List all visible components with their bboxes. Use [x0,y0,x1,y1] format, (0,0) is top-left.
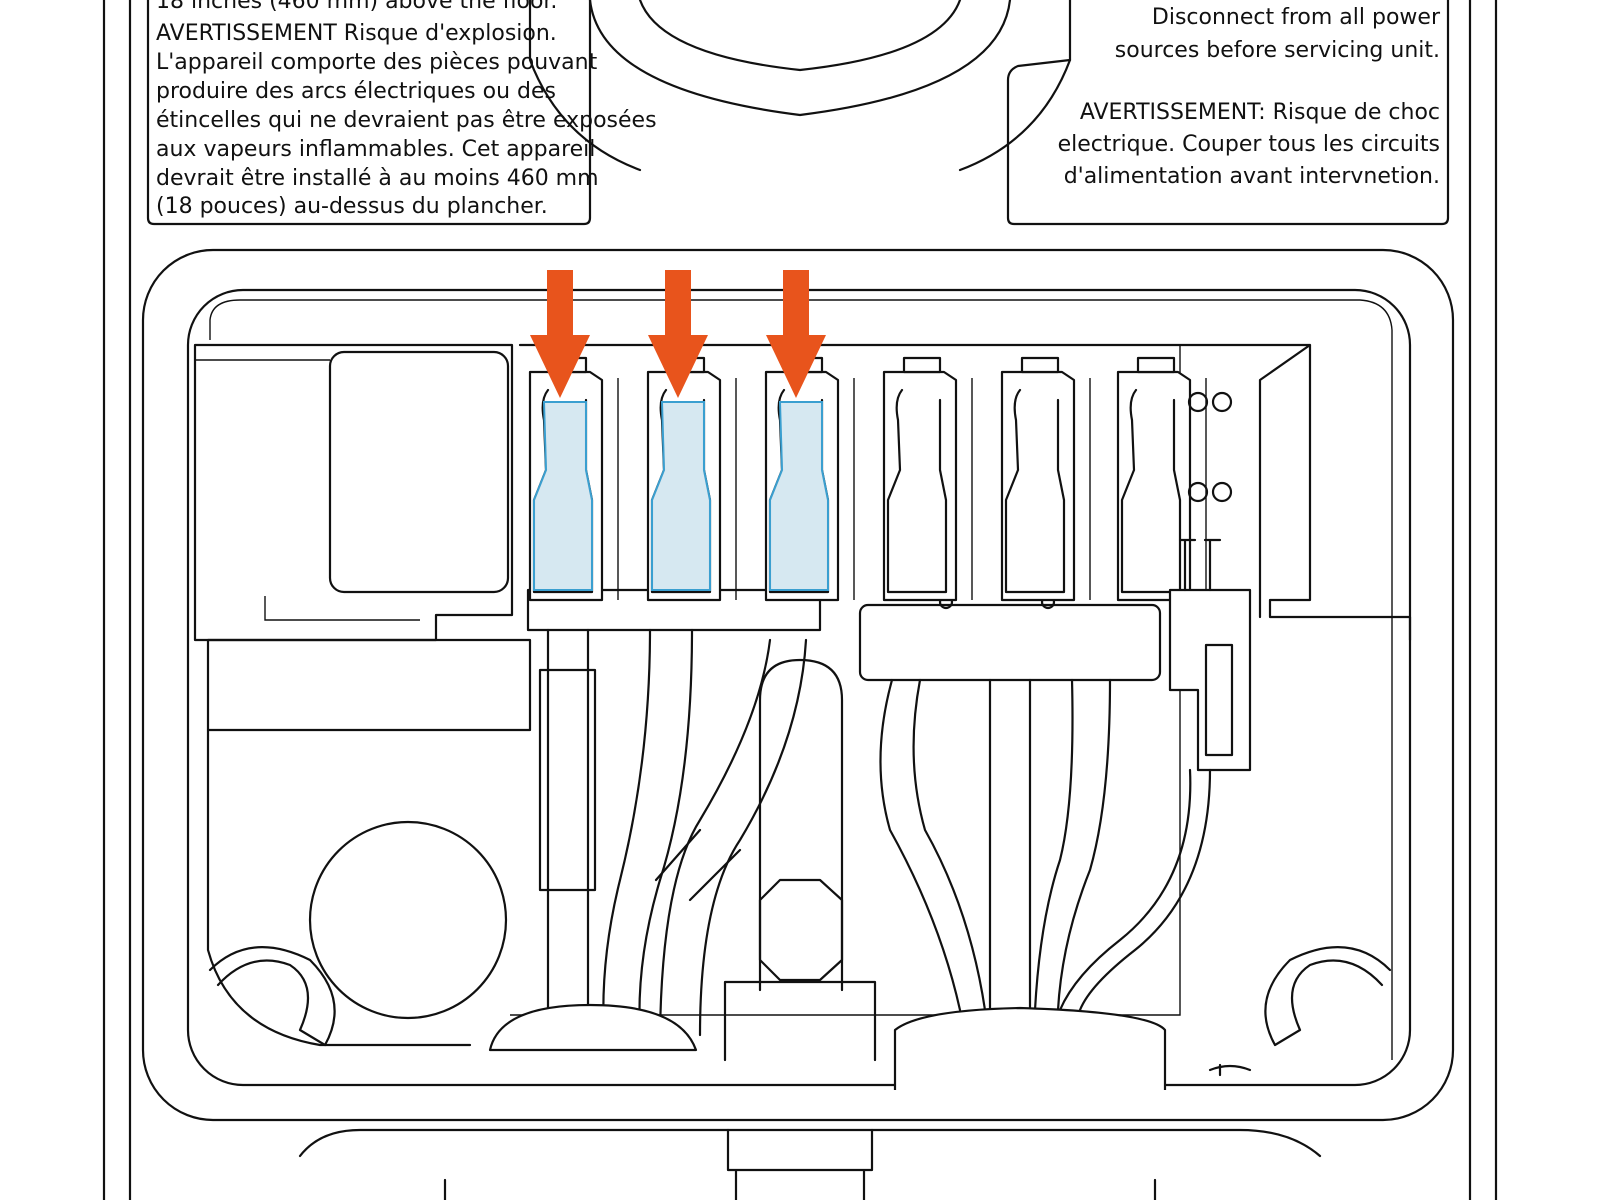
connector-latch [1204,643,1234,757]
highlighted-terminal [769,401,829,591]
cable [1033,678,1112,1012]
hex-nut-icon [758,878,844,982]
grommet-left [488,1003,698,1052]
left-label-text: 18 inches (460 mm) above the floor. AVER… [156,0,657,219]
terminal-clamp [1120,388,1182,594]
mount-loop-left [208,946,336,1047]
highlighted-terminal [533,401,593,591]
right-label-line: Disconnect from all power [1152,5,1441,30]
dial-inner [638,0,962,72]
terminal-tab [1020,356,1060,374]
terminal-divider [601,378,619,600]
left-label-line: devrait être installé à au moins 460 mm [156,166,599,191]
bottom-clip [726,1128,874,1200]
right-label-line: d'alimentation avant intervnetion. [1064,164,1440,189]
terminal-divider [1073,378,1091,600]
left-component-detail [195,359,420,621]
down-arrow-icon [648,270,708,398]
mount-hole [1187,481,1209,503]
left-label-line: aux vapeurs inflammables. Cet appareil [156,137,595,162]
cable [1058,768,1212,1012]
cable [879,678,987,1012]
highlighted-terminal [651,401,711,591]
left-label-frame [146,0,592,226]
terminal-tab [1136,356,1176,374]
left-wall [206,728,472,1047]
housing-outline [102,0,1498,1200]
small-screw [1208,1063,1252,1077]
mount-loop-right [1264,946,1392,1047]
down-arrow-icon [766,270,826,398]
compartment-outer [141,248,1455,1122]
cable [658,638,808,1037]
terminal-clamp [886,388,948,594]
left-label-line: étincelles qui ne devraient pas être exp… [156,108,657,133]
terminal-divider [719,378,737,600]
center-strap [758,658,844,992]
right-label-frame [1006,0,1450,226]
left-component-face [328,350,510,594]
bottom-rail [723,980,877,1062]
down-arrow-icon [530,270,590,398]
terminal-divider [955,378,973,600]
housing-bottom-flange [298,1128,1322,1158]
cable [988,678,1032,1012]
terminal-clamp [1004,388,1066,594]
left-lower-block [206,638,532,732]
cable-group-right [879,678,1212,1012]
right-clamp-bar [858,603,1162,682]
grommet-right [893,1006,1167,1090]
left-label-line: 18 inches (460 mm) above the floor. [156,0,557,14]
right-label-line: AVERTISSEMENT: Risque de choc [1080,100,1440,125]
terminal-block-icon [882,356,973,602]
left-label-line: AVERTISSEMENT Risque d'explosion. [156,21,557,46]
right-label-line: sources before servicing unit. [1115,38,1440,63]
connector-pins [1178,538,1222,592]
terminal-divider [837,378,855,600]
housing-bottom-tab [443,1178,1157,1200]
cable [602,628,694,1037]
holes-group [1187,391,1233,503]
indicator-arrows [530,270,826,398]
left-label-line: (18 pouces) au-dessus du plancher. [156,194,548,219]
back-plate [518,343,1412,642]
terminal-tab [902,356,942,374]
terminal-block-icon [1000,356,1091,602]
dial-outline [588,0,1012,117]
cable [546,628,590,1037]
mount-hole [1211,391,1233,413]
mount-hole [1187,391,1209,413]
mount-hole [1211,481,1233,503]
highlighted-terminals [533,401,829,591]
cable-group-left [538,628,808,1037]
knockout-circle [308,820,508,1020]
terminal-row [528,356,1207,602]
right-label-line: electrique. Couper tous les circuits [1058,132,1440,157]
cable-sleeve [654,828,742,902]
dial-edge [528,0,1072,172]
left-label-line: produire des arcs électriques ou des [156,79,556,104]
cable-sleeve [538,668,597,892]
left-label-line: L'appareil comporte des pièces pouvant [156,50,598,75]
right-label-text: Disconnect from all power sources before… [1058,5,1441,189]
